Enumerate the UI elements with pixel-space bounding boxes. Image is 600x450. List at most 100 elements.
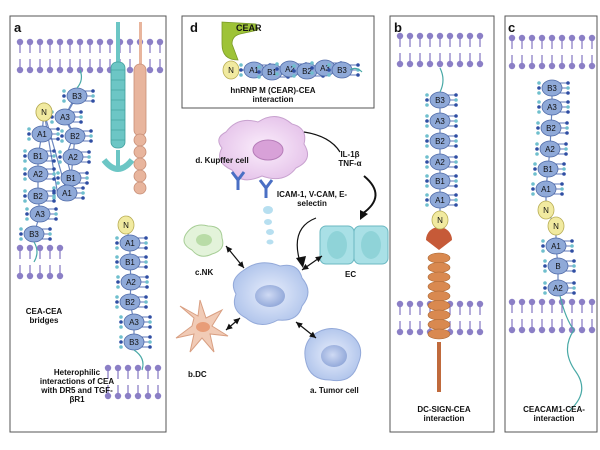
panel-c-letter: c	[508, 20, 516, 35]
panel-a-frame	[9, 15, 167, 433]
glycan-dot	[537, 86, 541, 90]
glycan-dot	[25, 207, 29, 211]
glycan-dot	[564, 147, 568, 151]
glycan-dot	[454, 134, 458, 138]
glycan-dot	[52, 199, 56, 203]
cea-domain-label: B3	[72, 92, 82, 101]
panel-frames	[9, 15, 598, 433]
cea-domain-label: B	[555, 262, 560, 271]
glycan-dot	[56, 171, 60, 175]
glycan-dot	[115, 241, 119, 245]
glycan-dot	[275, 72, 279, 76]
glycan-dot	[566, 100, 570, 104]
secreted-vesicle	[266, 239, 274, 245]
glycan-dot	[48, 227, 52, 231]
cea-domain-label: A2	[285, 65, 295, 74]
glycan-dot	[119, 335, 123, 339]
glycan-dot	[425, 139, 429, 143]
glycan-dot	[327, 63, 331, 67]
cea-domain-label: B3	[29, 230, 39, 239]
glycan-dot	[572, 286, 576, 290]
glycan-dot	[56, 176, 60, 180]
panel-d-caption: hnRNP M (CEAR)-CEA interaction	[230, 86, 316, 104]
glycan-dot	[572, 291, 576, 295]
arrowhead	[360, 210, 368, 220]
dc-sign-neck-repeat	[427, 300, 451, 311]
glycan-dot	[48, 232, 52, 236]
glycan-dot	[23, 159, 27, 163]
glycan-dot	[257, 75, 261, 79]
glycan-dot	[566, 81, 570, 85]
glycan-dot	[425, 124, 429, 128]
panel-c-bottom-membrane	[508, 298, 596, 334]
glycan-dot	[54, 212, 58, 216]
glycan-dot	[144, 305, 148, 309]
teal-receptor-body	[110, 61, 126, 149]
glycan-dot	[54, 207, 58, 211]
central-cell-nucleus	[255, 285, 285, 307]
dc-sign-neck-repeat	[427, 262, 451, 273]
panel-a-letter: a	[14, 20, 22, 35]
glycan-dot	[54, 217, 58, 221]
glycan-dot	[566, 86, 570, 90]
glycan-dot	[52, 194, 56, 198]
cea-domain-b2	[540, 119, 562, 137]
peach-receptor-body	[133, 63, 147, 137]
glycan-dot	[454, 93, 458, 97]
glycan-dot	[541, 244, 545, 248]
dc-sign-neck-repeat	[427, 290, 451, 302]
glycan-dot	[148, 320, 152, 324]
glycan-dot	[62, 99, 66, 103]
cea-domain-label: A2	[68, 153, 78, 162]
glycan-dot	[79, 110, 83, 114]
ec-label: EC	[345, 270, 357, 279]
glycan-dot	[56, 127, 60, 131]
cea-domain-label: B3	[547, 84, 557, 93]
glycan-dot	[27, 137, 31, 141]
glycan-dot	[310, 61, 314, 65]
glycan-dot	[537, 105, 541, 109]
kupffer-cell-nucleus	[252, 139, 284, 161]
cea-domain-a2	[429, 153, 451, 171]
glycan-dot	[144, 246, 148, 250]
glycan-dot	[87, 160, 91, 164]
cea-domain-a3	[29, 205, 51, 223]
tumor-cell-label: a. Tumor cell	[310, 386, 359, 395]
cea-domain-label: A2	[545, 145, 555, 154]
cea-domain-label: A3	[320, 64, 330, 73]
glycan-dot	[115, 260, 119, 264]
glycan-dot	[543, 269, 547, 273]
glycan-dot	[79, 115, 83, 119]
cea-domain-label: B1	[33, 152, 43, 161]
glycan-dot	[144, 241, 148, 245]
ec-nucleus	[361, 231, 381, 259]
glycan-dot	[89, 129, 93, 133]
glycan-dot	[537, 100, 541, 104]
cea-domain-a3	[123, 313, 145, 331]
cea-domain-b3	[541, 79, 563, 97]
cea-domain-a3	[541, 98, 563, 116]
glycan-dot	[115, 246, 119, 250]
glycan-dot	[292, 64, 296, 68]
glycan-dot	[23, 154, 27, 158]
cea-domain-label: N	[543, 206, 549, 215]
cea-domain-label: B1	[267, 68, 277, 77]
glycan-dot	[560, 182, 564, 186]
diagram-shapes-layer	[101, 21, 452, 392]
glycan-dot	[91, 99, 95, 103]
glycan-dot	[52, 186, 56, 190]
dc-sign-head	[426, 227, 452, 250]
glycan-dot	[58, 160, 62, 164]
glycan-dot	[572, 259, 576, 263]
cea-domain-a2	[62, 148, 84, 166]
glycan-dot	[85, 171, 89, 175]
glycan-dot	[543, 286, 547, 290]
glycan-dot	[145, 280, 149, 284]
cea-domain-n	[547, 216, 565, 236]
adhesion-molecules-label: ICAM-1, V-CAM, E-selectin	[276, 190, 348, 208]
glycan-dot	[425, 144, 429, 148]
teal-receptor-stalk	[116, 22, 120, 62]
cear-receptor	[221, 21, 259, 61]
glycan-dot	[327, 68, 331, 72]
